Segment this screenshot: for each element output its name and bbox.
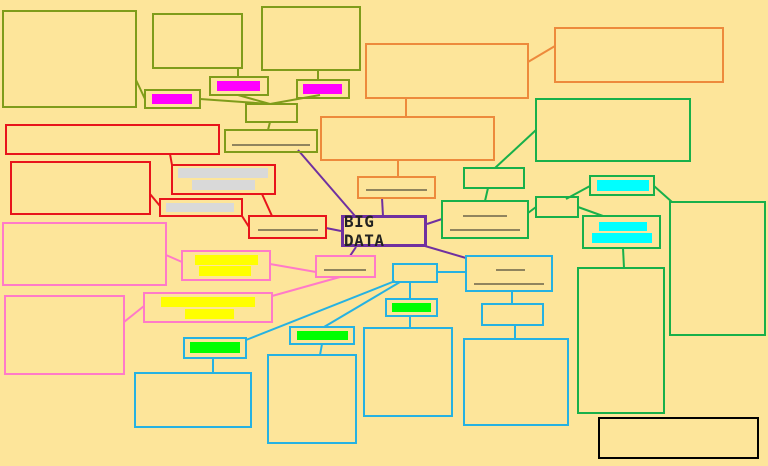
highlight-magenta-1 xyxy=(152,94,192,104)
orange-box-upper[interactable] xyxy=(365,43,529,99)
pink-tag-lower[interactable] xyxy=(143,292,273,323)
link-center-olive xyxy=(297,149,356,217)
blue-highlights xyxy=(190,303,431,353)
link-green-3 xyxy=(527,206,537,214)
link-olive-1 xyxy=(267,121,271,131)
red-node-main[interactable] xyxy=(248,215,327,239)
link-center-red xyxy=(325,227,342,232)
black-box-bottom-right[interactable] xyxy=(598,417,759,459)
link-green-5 xyxy=(577,206,604,217)
olive-tag-right[interactable] xyxy=(296,79,350,99)
red-highlights xyxy=(166,168,268,212)
link-pink-3 xyxy=(165,254,183,263)
highlight-gray-2 xyxy=(192,180,255,190)
highlight-cyan-3 xyxy=(592,233,652,243)
link-pink-4 xyxy=(123,305,145,323)
link-green-1 xyxy=(484,187,489,202)
red-tag-lower[interactable] xyxy=(159,198,243,217)
connectors xyxy=(123,45,673,373)
center-title[interactable]: BIG DATA xyxy=(341,212,427,250)
highlight-gray-1 xyxy=(178,168,268,178)
orange-branch xyxy=(320,27,724,199)
orange-box-middle[interactable] xyxy=(320,116,495,161)
link-pink-2 xyxy=(271,276,341,297)
blue-node-sub[interactable] xyxy=(481,303,544,326)
red-box-left[interactable] xyxy=(10,161,151,215)
highlight-yellow-3 xyxy=(161,297,255,307)
link-red-4 xyxy=(149,193,161,207)
link-green-7 xyxy=(622,247,625,269)
link-green-6 xyxy=(653,185,673,203)
green-box-right[interactable] xyxy=(669,201,766,336)
link-center-pink xyxy=(349,246,357,257)
olive-node-main[interactable] xyxy=(224,129,318,153)
blue-node-hub[interactable] xyxy=(392,263,438,283)
olive-leaf-middle[interactable] xyxy=(152,13,243,69)
red-box-top[interactable] xyxy=(5,124,220,155)
pink-branch xyxy=(2,222,376,375)
blue-box-left[interactable] xyxy=(134,372,252,428)
blue-tag-left[interactable] xyxy=(183,337,247,359)
link-red-2 xyxy=(261,193,273,217)
olive-leaf-left[interactable] xyxy=(2,10,137,108)
green-tag-lower[interactable] xyxy=(582,215,661,249)
red-branch xyxy=(5,124,327,239)
blue-tag-right[interactable] xyxy=(385,298,438,317)
link-blue-3 xyxy=(323,281,401,328)
blue-branch xyxy=(134,255,569,444)
highlight-lime-3 xyxy=(392,303,431,312)
highlight-cyan-2 xyxy=(599,222,647,231)
green-tag-upper[interactable] xyxy=(589,175,655,196)
link-center-blue xyxy=(424,245,467,259)
green-box-top[interactable] xyxy=(535,98,691,162)
link-red-1 xyxy=(241,215,250,228)
highlight-yellow-4 xyxy=(185,309,234,319)
highlight-cyan-1 xyxy=(597,180,649,191)
link-olive-5 xyxy=(135,79,146,100)
pink-highlights xyxy=(161,255,258,319)
link-center-green xyxy=(426,218,443,225)
blue-node-main[interactable] xyxy=(465,255,553,292)
green-node-right[interactable] xyxy=(535,196,579,218)
highlight-gray-3 xyxy=(166,203,234,212)
olive-branch xyxy=(2,6,361,153)
link-blue-2 xyxy=(245,280,396,341)
pink-tag-upper[interactable] xyxy=(181,250,271,281)
blue-box-middle[interactable] xyxy=(267,354,357,444)
link-center-orange xyxy=(381,197,384,217)
link-pink-1 xyxy=(269,263,317,273)
link-olive-4 xyxy=(269,94,321,105)
olive-tag-middle[interactable] xyxy=(209,76,269,96)
blue-tag-middle[interactable] xyxy=(289,326,355,345)
pink-node-main[interactable] xyxy=(315,255,376,278)
green-node-upper[interactable] xyxy=(463,167,525,189)
blue-box-far-right[interactable] xyxy=(463,338,569,426)
pink-box-upper[interactable] xyxy=(2,222,167,286)
green-box-bottom[interactable] xyxy=(577,267,665,414)
olive-node-hub[interactable] xyxy=(245,103,298,123)
olive-tag-left[interactable] xyxy=(144,89,201,109)
highlight-yellow-1 xyxy=(195,255,258,265)
link-blue-6 xyxy=(319,343,323,356)
highlight-lime-2 xyxy=(297,331,348,340)
highlight-magenta-3 xyxy=(303,84,342,94)
olive-highlights xyxy=(152,81,342,104)
green-branch xyxy=(441,98,766,414)
orange-box-right[interactable] xyxy=(554,27,724,83)
green-highlights xyxy=(592,180,652,243)
red-tag-upper[interactable] xyxy=(171,164,276,195)
link-red-3 xyxy=(169,153,173,166)
orange-node-main[interactable] xyxy=(357,176,436,199)
olive-leaf-right[interactable] xyxy=(261,6,361,71)
link-olive-3 xyxy=(237,94,271,105)
link-orange-3 xyxy=(527,45,556,63)
highlight-magenta-2 xyxy=(217,81,260,91)
blue-box-right[interactable] xyxy=(363,327,453,417)
highlight-yellow-2 xyxy=(199,266,251,276)
link-green-2 xyxy=(494,129,537,169)
green-node-main[interactable] xyxy=(441,200,529,239)
pink-box-lower[interactable] xyxy=(4,295,125,375)
highlight-lime-1 xyxy=(190,342,240,353)
